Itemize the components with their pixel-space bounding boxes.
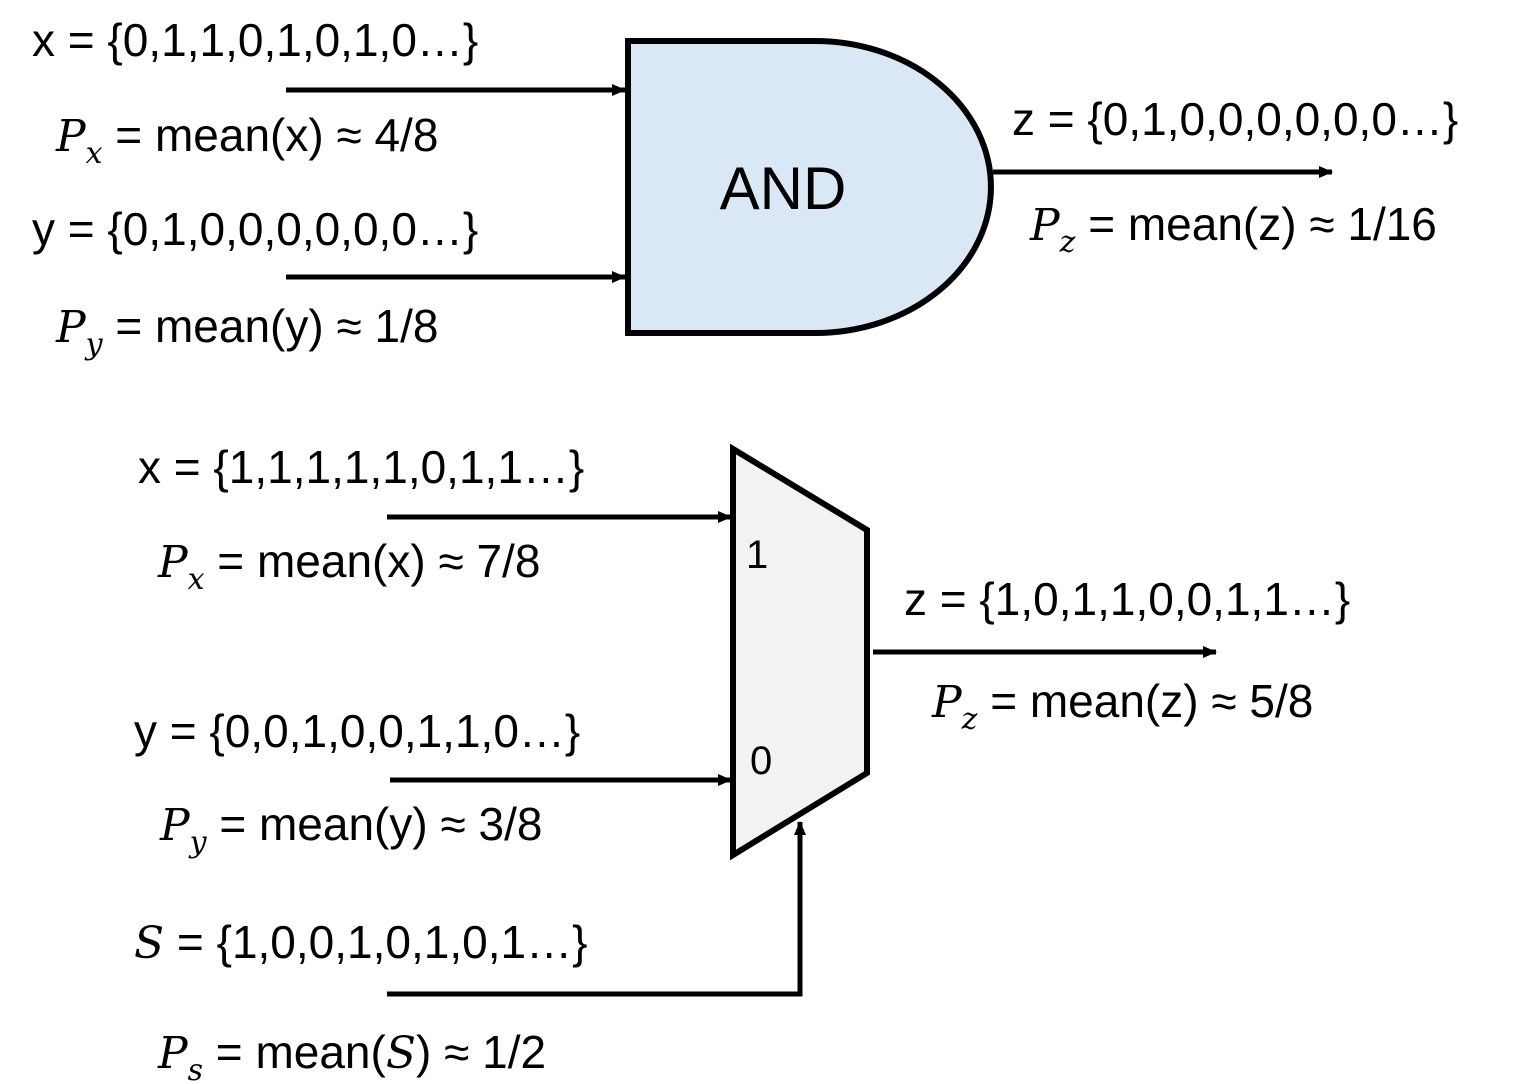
- mux-port-0-label: 0: [750, 739, 772, 783]
- prob-expression: = mean(y) ≈ 3/8: [206, 798, 543, 850]
- prob-expression: = mean(x) ≈ 7/8: [204, 535, 541, 587]
- prob-symbol: P: [160, 800, 190, 851]
- prob-expression: = mean(z) ≈ 5/8: [977, 675, 1314, 727]
- prob-symbol: P: [1030, 200, 1060, 251]
- and-input-y-sequence: y = {0,1,0,0,0,0,0,0…}: [32, 203, 479, 255]
- mux-input-y-probability: Py = mean(y) ≈ 3/8: [160, 798, 543, 860]
- mux-body: [730, 443, 870, 861]
- and-input-x-probability: Px = mean(x) ≈ 4/8: [56, 109, 439, 171]
- and-output-z-probability: Pz = mean(z) ≈ 1/16: [1030, 198, 1437, 260]
- prob-subscript: z: [1059, 225, 1076, 260]
- prob-subscript: y: [85, 327, 103, 362]
- prob-subscript: z: [961, 702, 978, 737]
- select-symbol: S: [134, 918, 165, 969]
- select-sequence-values: = {1,0,0,1,0,1,0,1…}: [164, 916, 588, 968]
- prob-expression-start: = mean(: [203, 1026, 386, 1078]
- prob-subscript: x: [187, 562, 205, 597]
- prob-subscript: x: [85, 136, 103, 171]
- prob-symbol: P: [158, 1028, 188, 1079]
- prob-expression: = mean(z) ≈ 1/16: [1075, 198, 1437, 250]
- prob-symbol: P: [932, 677, 962, 728]
- mux-input-x-probability: Px = mean(x) ≈ 7/8: [158, 535, 541, 597]
- mux-select-probability: Ps = mean(S) ≈ 1/2: [158, 1026, 547, 1084]
- and-gate-label: AND: [720, 155, 847, 222]
- prob-subscript: s: [187, 1053, 204, 1084]
- mux-port-1-label: 1: [746, 533, 768, 577]
- mux-select-wire: [387, 821, 806, 997]
- prob-expression: = mean(y) ≈ 1/8: [102, 300, 439, 352]
- prob-symbol: P: [158, 537, 188, 588]
- mux-output-z-probability: Pz = mean(z) ≈ 5/8: [932, 675, 1314, 737]
- mux-input-y-sequence: y = {0,0,1,0,0,1,1,0…}: [134, 705, 581, 757]
- mux-output-z-sequence: z = {1,0,1,1,0,0,1,1…}: [904, 573, 1351, 625]
- prob-symbol: P: [56, 302, 86, 353]
- prob-expression: = mean(x) ≈ 4/8: [102, 109, 439, 161]
- and-output-z-sequence: z = {0,1,0,0,0,0,0,0…}: [1012, 93, 1459, 145]
- mux-input-x-sequence: x = {1,1,1,1,1,0,1,1…}: [138, 441, 585, 493]
- and-input-y-probability: Py = mean(y) ≈ 1/8: [56, 300, 439, 362]
- and-input-x-sequence: x = {0,1,1,0,1,0,1,0…}: [32, 14, 479, 66]
- prob-subscript: y: [189, 825, 207, 860]
- and-gate-body: [625, 38, 994, 336]
- mux-select-sequence: S = {1,0,0,1,0,1,0,1…}: [134, 919, 587, 967]
- prob-expression-end: ) ≈ 1/2: [415, 1026, 547, 1078]
- prob-expression-symbol: S: [385, 1028, 416, 1079]
- prob-symbol: P: [56, 111, 86, 162]
